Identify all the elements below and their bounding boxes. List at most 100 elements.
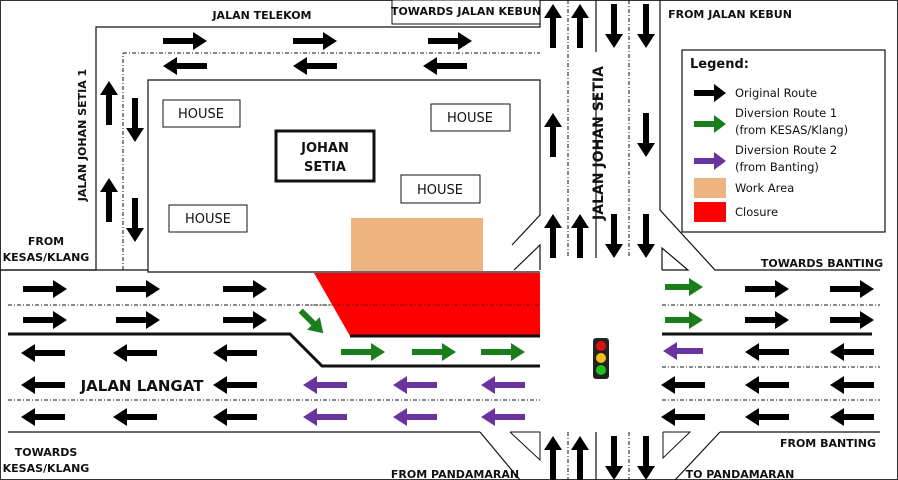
house-label: HOUSE	[417, 183, 463, 198]
jalan-johan-setia-road	[567, 0, 880, 271]
original-route-arrow-right	[830, 311, 874, 329]
label-jalan-telekom: JALAN TELEKOM	[211, 9, 311, 22]
original-route-arrow-left	[745, 376, 789, 394]
diversion-2-arrow	[663, 342, 703, 360]
original-route-arrow-down	[605, 214, 623, 258]
original-route-arrow-down	[126, 98, 144, 142]
legend-label: Work Area	[735, 181, 794, 195]
original-route-arrow-right	[428, 32, 472, 50]
legend-item-diversion-route-1: Diversion Route 1(from KESAS/Klang)	[694, 106, 848, 137]
original-route-arrow-up	[544, 113, 562, 157]
label-from-banting: FROM BANTING	[780, 437, 876, 450]
label-jalan-johan-setia: JALAN JOHAN SETIA	[591, 66, 607, 221]
original-route-arrow-right	[23, 311, 67, 329]
house-3: HOUSE	[400, 174, 481, 204]
legend-label: Diversion Route 2	[735, 143, 837, 157]
diversion-2-arrow	[303, 408, 347, 426]
original-route-arrow-up	[544, 4, 562, 48]
original-route-arrow-up	[544, 436, 562, 480]
original-route-arrow-down	[637, 4, 655, 48]
diversion-1-arrow	[412, 343, 456, 361]
original-route-arrow-left	[213, 344, 257, 362]
original-route-arrow-down	[637, 436, 655, 480]
label-towards-jalan-kebun-box: TOWARDS JALAN KEBUN	[391, 0, 541, 25]
original-route-arrow-right	[745, 280, 789, 298]
legend-arrow-icon	[694, 84, 726, 102]
legend-swatch-icon	[694, 178, 726, 198]
house-2: HOUSE	[430, 103, 511, 132]
diversion-1-arrow	[298, 308, 324, 334]
original-route-arrow-right	[223, 280, 267, 298]
legend-label: Closure	[735, 205, 778, 219]
original-route-arrow-up	[571, 4, 589, 48]
original-route-arrow-right	[223, 311, 267, 329]
legend-arrow-icon	[694, 115, 726, 133]
legend-item-work-area: Work Area	[694, 178, 794, 198]
original-route-arrow-left	[113, 408, 157, 426]
legend-sublabel: (from Banting)	[735, 160, 819, 174]
label-towards-banting: TOWARDS BANTING	[761, 257, 883, 270]
original-route-arrow-left	[745, 408, 789, 426]
traffic-light-red	[596, 341, 606, 351]
original-route-arrow-left	[21, 344, 65, 362]
diversion-1-arrow	[665, 278, 703, 296]
label-from-pandamaran: FROM PANDAMARAN	[391, 468, 519, 480]
original-route-arrow-left	[745, 343, 789, 361]
original-route-arrow-down	[126, 198, 144, 242]
original-route-arrow-down	[637, 214, 655, 258]
house-4: HOUSE	[168, 204, 248, 233]
label-from-kesas-klang-line1: FROM	[28, 235, 64, 248]
diversion-2-arrow	[393, 376, 437, 394]
original-route-arrow-left	[163, 57, 207, 75]
diversion-2-arrow	[393, 408, 437, 426]
original-route-arrow-left	[830, 408, 874, 426]
original-route-arrow-left	[661, 408, 705, 426]
original-route-arrow-down	[637, 113, 655, 157]
legend-box	[681, 49, 886, 233]
original-route-arrow-right	[23, 280, 67, 298]
original-route-arrow-left	[830, 376, 874, 394]
label-from-kesas-klang-line2: KESAS/KLANG	[3, 251, 90, 264]
legend-title: Legend:	[690, 57, 749, 72]
label-jalan-langat: JALAN LANGAT	[80, 377, 205, 395]
diversion-2-arrow	[481, 376, 525, 394]
original-route-arrow-down	[605, 4, 623, 48]
traffic-light	[593, 338, 609, 379]
legend-arrow-icon	[694, 152, 726, 170]
label-towards-kesas-klang-line2: KESAS/KLANG	[3, 462, 90, 475]
original-route-arrow-right	[116, 280, 160, 298]
original-route-arrow-right	[293, 32, 337, 50]
diversion-2-arrow	[303, 376, 347, 394]
original-route-arrow-right	[116, 311, 160, 329]
original-route-arrow-up	[544, 214, 562, 258]
johan-setia-area-label: JOHAN SETIA	[274, 129, 376, 183]
original-route-arrow-left	[213, 376, 257, 394]
house-label: HOUSE	[185, 212, 231, 227]
label-towards-jalan-kebun: TOWARDS JALAN KEBUN	[391, 5, 541, 18]
original-route-arrow-right	[163, 32, 207, 50]
house-label: HOUSE	[178, 107, 224, 122]
legend-item-diversion-route-2: Diversion Route 2 (from Banting)	[694, 143, 837, 174]
original-route-arrow-down	[605, 436, 623, 480]
original-route-arrow-left	[213, 408, 257, 426]
svg-text:JOHAN: JOHAN	[300, 141, 349, 156]
original-route-arrow-up	[100, 178, 118, 222]
diversion-1-arrow	[481, 343, 525, 361]
original-route-arrow-left	[113, 344, 157, 362]
work-area	[351, 218, 483, 271]
label-from-jalan-kebun: FROM JALAN KEBUN	[668, 8, 792, 21]
original-route-arrow-left	[661, 376, 705, 394]
original-route-arrow-left	[21, 408, 65, 426]
legend-swatch-icon	[694, 202, 726, 222]
traffic-light-yellow	[596, 353, 606, 363]
original-route-arrow-up	[571, 214, 589, 258]
original-route-arrow-up	[571, 436, 589, 480]
diversion-1-arrow	[665, 311, 703, 329]
label-jalan-johan-setia-1: JALAN JOHAN SETIA 1	[76, 69, 89, 202]
legend-item-closure: Closure	[694, 202, 778, 222]
traffic-light-green	[596, 365, 606, 375]
legend-label: Diversion Route 1	[735, 106, 837, 120]
diversion-1-arrow	[341, 343, 385, 361]
original-route-arrow-right	[745, 311, 789, 329]
